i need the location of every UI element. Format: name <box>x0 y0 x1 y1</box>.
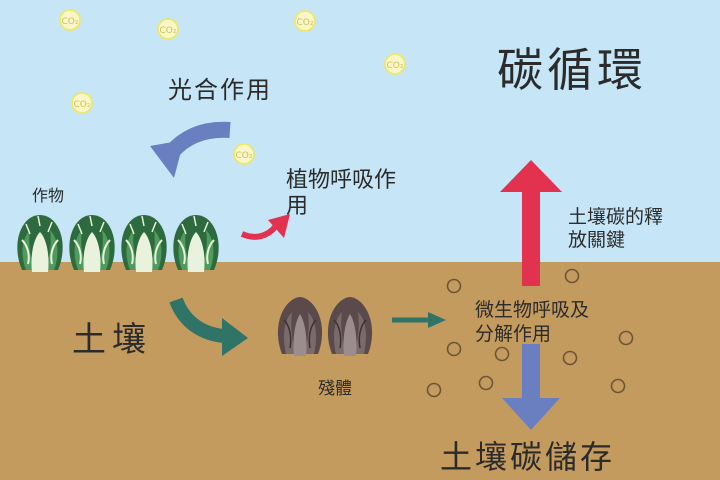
plant-respiration-arrow <box>240 214 290 240</box>
soil-carbon-storage-label: 土壤碳儲存 <box>440 438 616 476</box>
residue-to-microbe-arrow <box>392 312 446 328</box>
carbon-release-arrow <box>500 160 562 286</box>
soil-particle <box>618 330 634 346</box>
carbon-storage-arrow <box>502 344 560 430</box>
soil-particle <box>564 268 580 284</box>
soil-particle <box>446 278 462 294</box>
soil-to-residue-arrow <box>169 297 248 356</box>
co2-bubble: CO₂ <box>59 9 81 31</box>
soil-particle <box>426 382 442 398</box>
residue-plant <box>327 296 373 357</box>
crop-plant <box>120 214 168 273</box>
soil-particle <box>610 378 626 394</box>
soil-background <box>0 262 720 480</box>
co2-bubble: CO₂ <box>71 92 93 114</box>
photosynthesis-label: 光合作用 <box>168 76 272 104</box>
co2-text: CO₂ <box>387 61 404 71</box>
residue-plant <box>277 296 323 357</box>
soil-particle <box>446 341 462 357</box>
co2-text: CO₂ <box>160 26 177 36</box>
co2-text: CO₂ <box>297 18 314 28</box>
co2-bubble: CO₂ <box>157 18 179 40</box>
co2-bubble: CO₂ <box>294 10 316 32</box>
co2-text: CO₂ <box>74 100 91 110</box>
soil-label: 土壤 <box>72 320 152 360</box>
photosynthesis-arrow <box>150 121 231 178</box>
soil-particle <box>562 350 578 366</box>
crop-plant <box>68 214 116 273</box>
co2-bubble: CO₂ <box>233 143 255 165</box>
crops-label: 作物 <box>32 186 65 205</box>
soil-particle <box>494 346 510 362</box>
microbial-decomposition-label: 微生物呼吸及分解作用 <box>475 299 590 345</box>
crop-plant <box>172 214 220 273</box>
carbon-release-key-label: 土壤碳的釋放關鍵 <box>568 206 664 251</box>
plant-respiration-label: 植物呼吸作用 <box>286 168 397 219</box>
soil-particles <box>426 268 634 398</box>
co2-bubble: CO₂ <box>384 53 406 75</box>
sky-background <box>0 0 720 262</box>
soil-particle <box>478 375 494 391</box>
diagram-title: 碳循環 <box>497 43 647 97</box>
co2-text: CO₂ <box>236 151 253 161</box>
co2-text: CO₂ <box>62 17 79 27</box>
crop-plant <box>16 214 64 273</box>
residue-label: 殘體 <box>318 379 352 399</box>
